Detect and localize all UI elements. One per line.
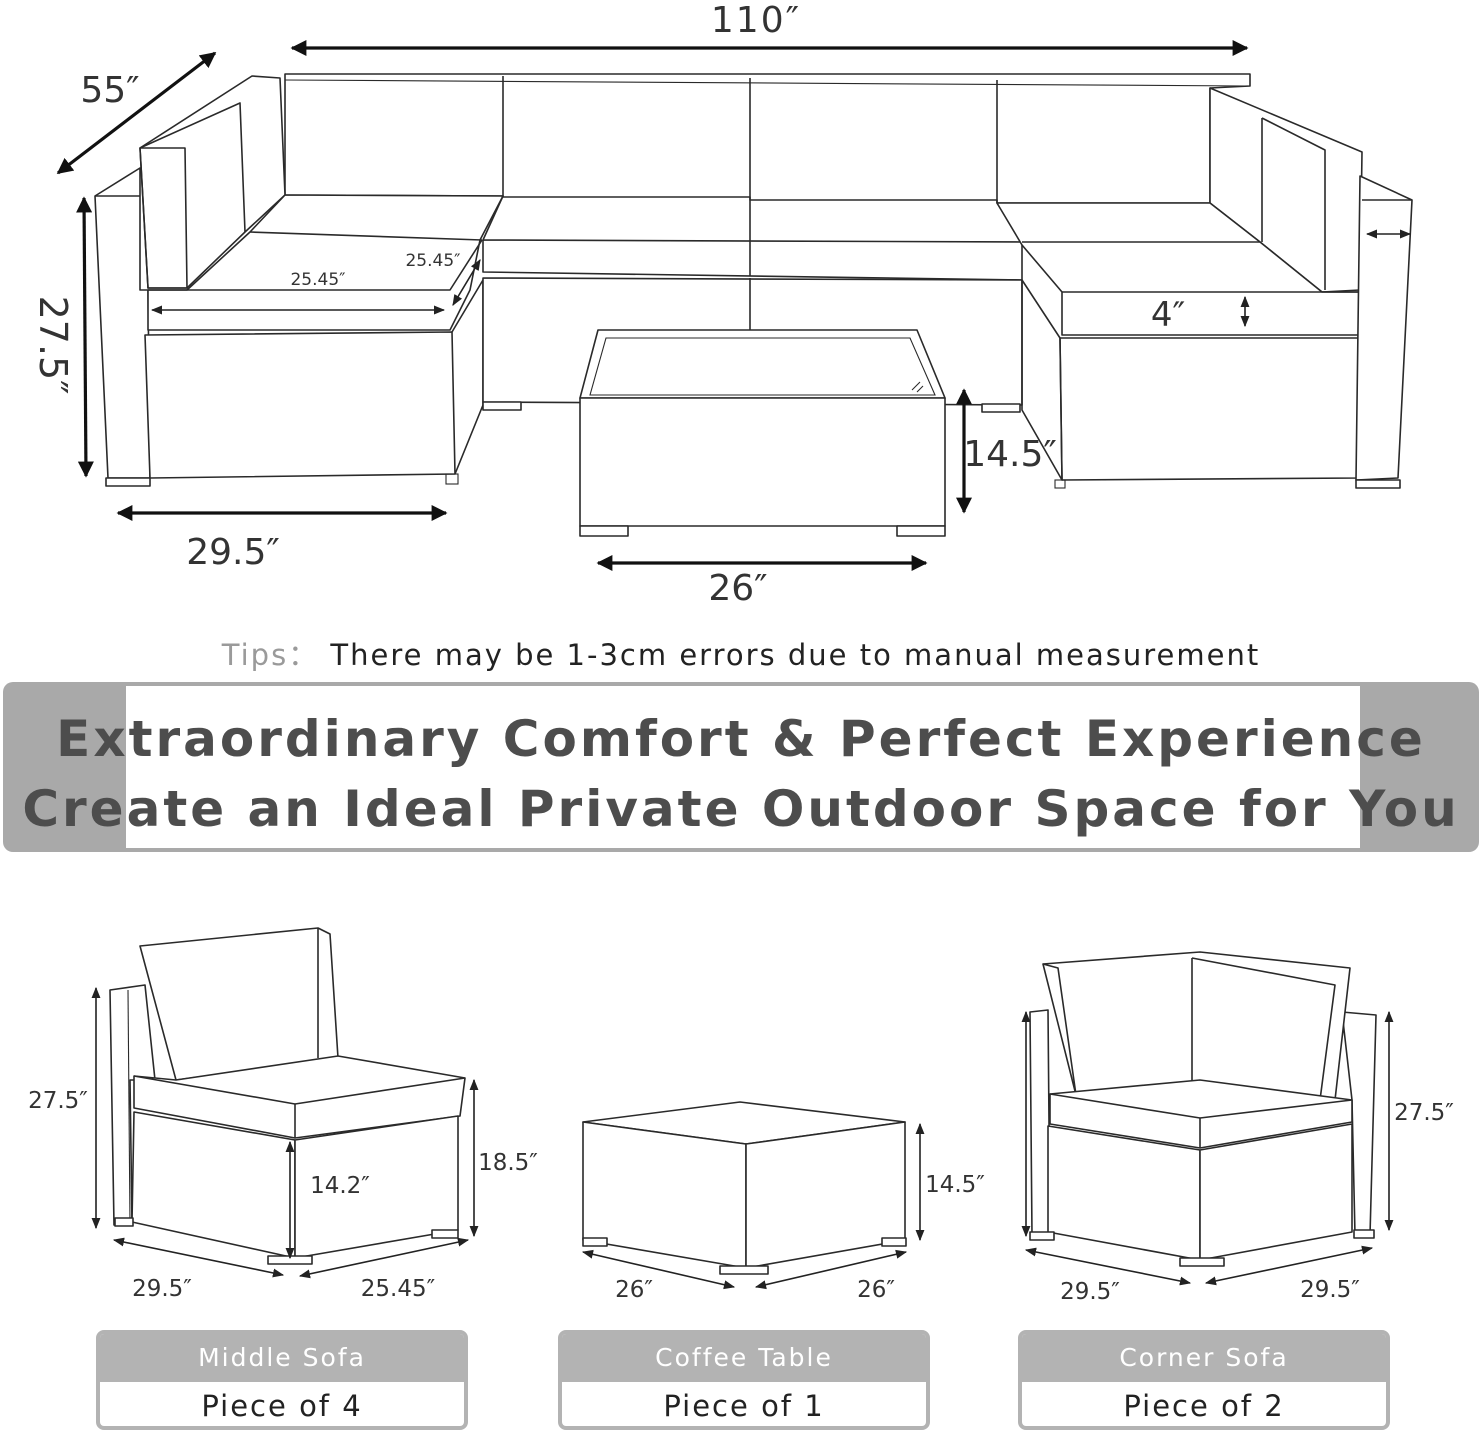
table-width-26-label: 26″ bbox=[708, 568, 767, 609]
seat-depth-label: 25.45″ bbox=[405, 251, 460, 271]
cushion-4-label: 4″ bbox=[1151, 295, 1185, 335]
middle-sofa-width-label: 25.45″ bbox=[361, 1276, 436, 1302]
table-height-14-5-label: 14.5″ bbox=[963, 434, 1057, 475]
corner-sofa-depth-label: 29.5″ bbox=[1060, 1279, 1120, 1305]
corner-sofa-height-label: 27.5″ bbox=[1394, 1100, 1454, 1126]
middle-sofa-quantity: Piece of 4 bbox=[201, 1389, 363, 1423]
tips-text: There may be 1-3cm errors due to manual … bbox=[330, 638, 1261, 672]
middle-sofa-height-label: 27.5″ bbox=[28, 1088, 88, 1114]
corner-sofa-width-label: 29.5″ bbox=[1300, 1277, 1360, 1303]
coffee-table-width-label: 26″ bbox=[857, 1277, 895, 1303]
corner-sofa-drawing bbox=[1021, 951, 1394, 1286]
headline-banner: Extraordinary Comfort & Perfect Experien… bbox=[3, 682, 1479, 852]
corner-sofa-name: Corner Sofa bbox=[1022, 1334, 1386, 1382]
headline-line-1: Extraordinary Comfort & Perfect Experien… bbox=[56, 710, 1426, 768]
middle-sofa-card: Middle Sofa Piece of 4 bbox=[96, 1330, 468, 1430]
middle-sofa-seat-height-label: 18.5″ bbox=[478, 1150, 538, 1176]
middle-sofa-depth-label: 29.5″ bbox=[132, 1276, 192, 1302]
corner-sofa-card: Corner Sofa Piece of 2 bbox=[1018, 1330, 1390, 1430]
middle-sofa-leg-label: 14.2″ bbox=[310, 1173, 370, 1199]
coffee-table-card: Coffee Table Piece of 1 bbox=[558, 1330, 930, 1430]
height-27-5-label: 27.5″ bbox=[31, 296, 75, 395]
depth-55-label: 55″ bbox=[80, 70, 139, 111]
tips-note: Tips： There may be 1-3cm errors due to m… bbox=[0, 632, 1482, 674]
corner-sofa-quantity: Piece of 2 bbox=[1123, 1389, 1285, 1423]
coffee-table-drawing bbox=[581, 1101, 925, 1290]
coffee-table-quantity: Piece of 1 bbox=[663, 1389, 825, 1423]
headline-banner-panel bbox=[126, 686, 1360, 848]
corner-width-29-5-label: 29.5″ bbox=[186, 532, 280, 573]
coffee-table-name: Coffee Table bbox=[562, 1334, 926, 1382]
coffee-table-depth-label: 26″ bbox=[615, 1277, 653, 1303]
top-dimension-arrows bbox=[56, 40, 1412, 571]
middle-sofa-drawing bbox=[91, 927, 479, 1279]
tips-label: Tips： bbox=[221, 638, 320, 672]
seat-width-label: 25.45″ bbox=[290, 270, 345, 290]
middle-sofa-name: Middle Sofa bbox=[100, 1334, 464, 1382]
sectional-set-drawing bbox=[94, 73, 1413, 537]
width-110-label: 110″ bbox=[711, 0, 801, 41]
coffee-table-height-label: 14.5″ bbox=[925, 1172, 985, 1198]
headline-line-2: Create an Ideal Private Outdoor Space fo… bbox=[22, 780, 1460, 838]
